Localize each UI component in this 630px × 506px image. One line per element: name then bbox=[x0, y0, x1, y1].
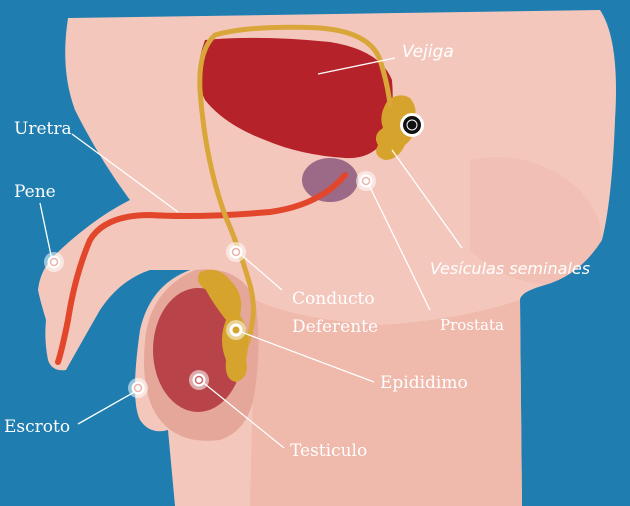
testis bbox=[153, 288, 243, 412]
label-uretra: Uretra bbox=[14, 119, 72, 139]
seminal-vesicles bbox=[375, 95, 416, 160]
leader-vesiculas bbox=[391, 149, 463, 249]
markers bbox=[44, 113, 424, 398]
label-prostata: Prostata bbox=[440, 316, 504, 334]
urethra bbox=[55, 172, 348, 365]
label-conducto-1: Conducto bbox=[292, 289, 375, 309]
marker-pene[interactable] bbox=[44, 252, 64, 272]
vas-deferens bbox=[197, 24, 393, 363]
leader-conducto bbox=[237, 251, 283, 291]
label-vejiga: Vejiga bbox=[402, 42, 454, 62]
leader-uretra bbox=[71, 133, 179, 213]
label-conducto-2: Deferente bbox=[292, 317, 378, 337]
marker-conducto-deferente[interactable] bbox=[226, 242, 246, 262]
label-pene: Pene bbox=[14, 182, 56, 202]
marker-epididimo[interactable] bbox=[226, 320, 246, 340]
label-escroto: Escroto bbox=[4, 417, 70, 437]
thigh-shade bbox=[250, 300, 522, 506]
leader-vejiga bbox=[317, 57, 396, 75]
marker-escroto[interactable] bbox=[128, 378, 148, 398]
leader-epididimo bbox=[235, 329, 375, 383]
marker-prostata[interactable] bbox=[356, 171, 376, 191]
marker-testiculo[interactable] bbox=[189, 370, 209, 390]
epididymis bbox=[198, 269, 248, 382]
leader-escroto bbox=[77, 389, 139, 425]
leader-prostata bbox=[367, 182, 431, 311]
label-vesiculas: Vesículas seminales bbox=[430, 259, 590, 278]
marker-vesiculas[interactable] bbox=[400, 113, 424, 137]
buttock-shade bbox=[470, 157, 602, 285]
label-epididimo: Epididimo bbox=[380, 373, 468, 393]
prostate bbox=[302, 158, 358, 202]
label-testiculo: Testiculo bbox=[290, 441, 367, 461]
leader-testiculo bbox=[199, 379, 285, 449]
leader-pene bbox=[39, 202, 53, 261]
